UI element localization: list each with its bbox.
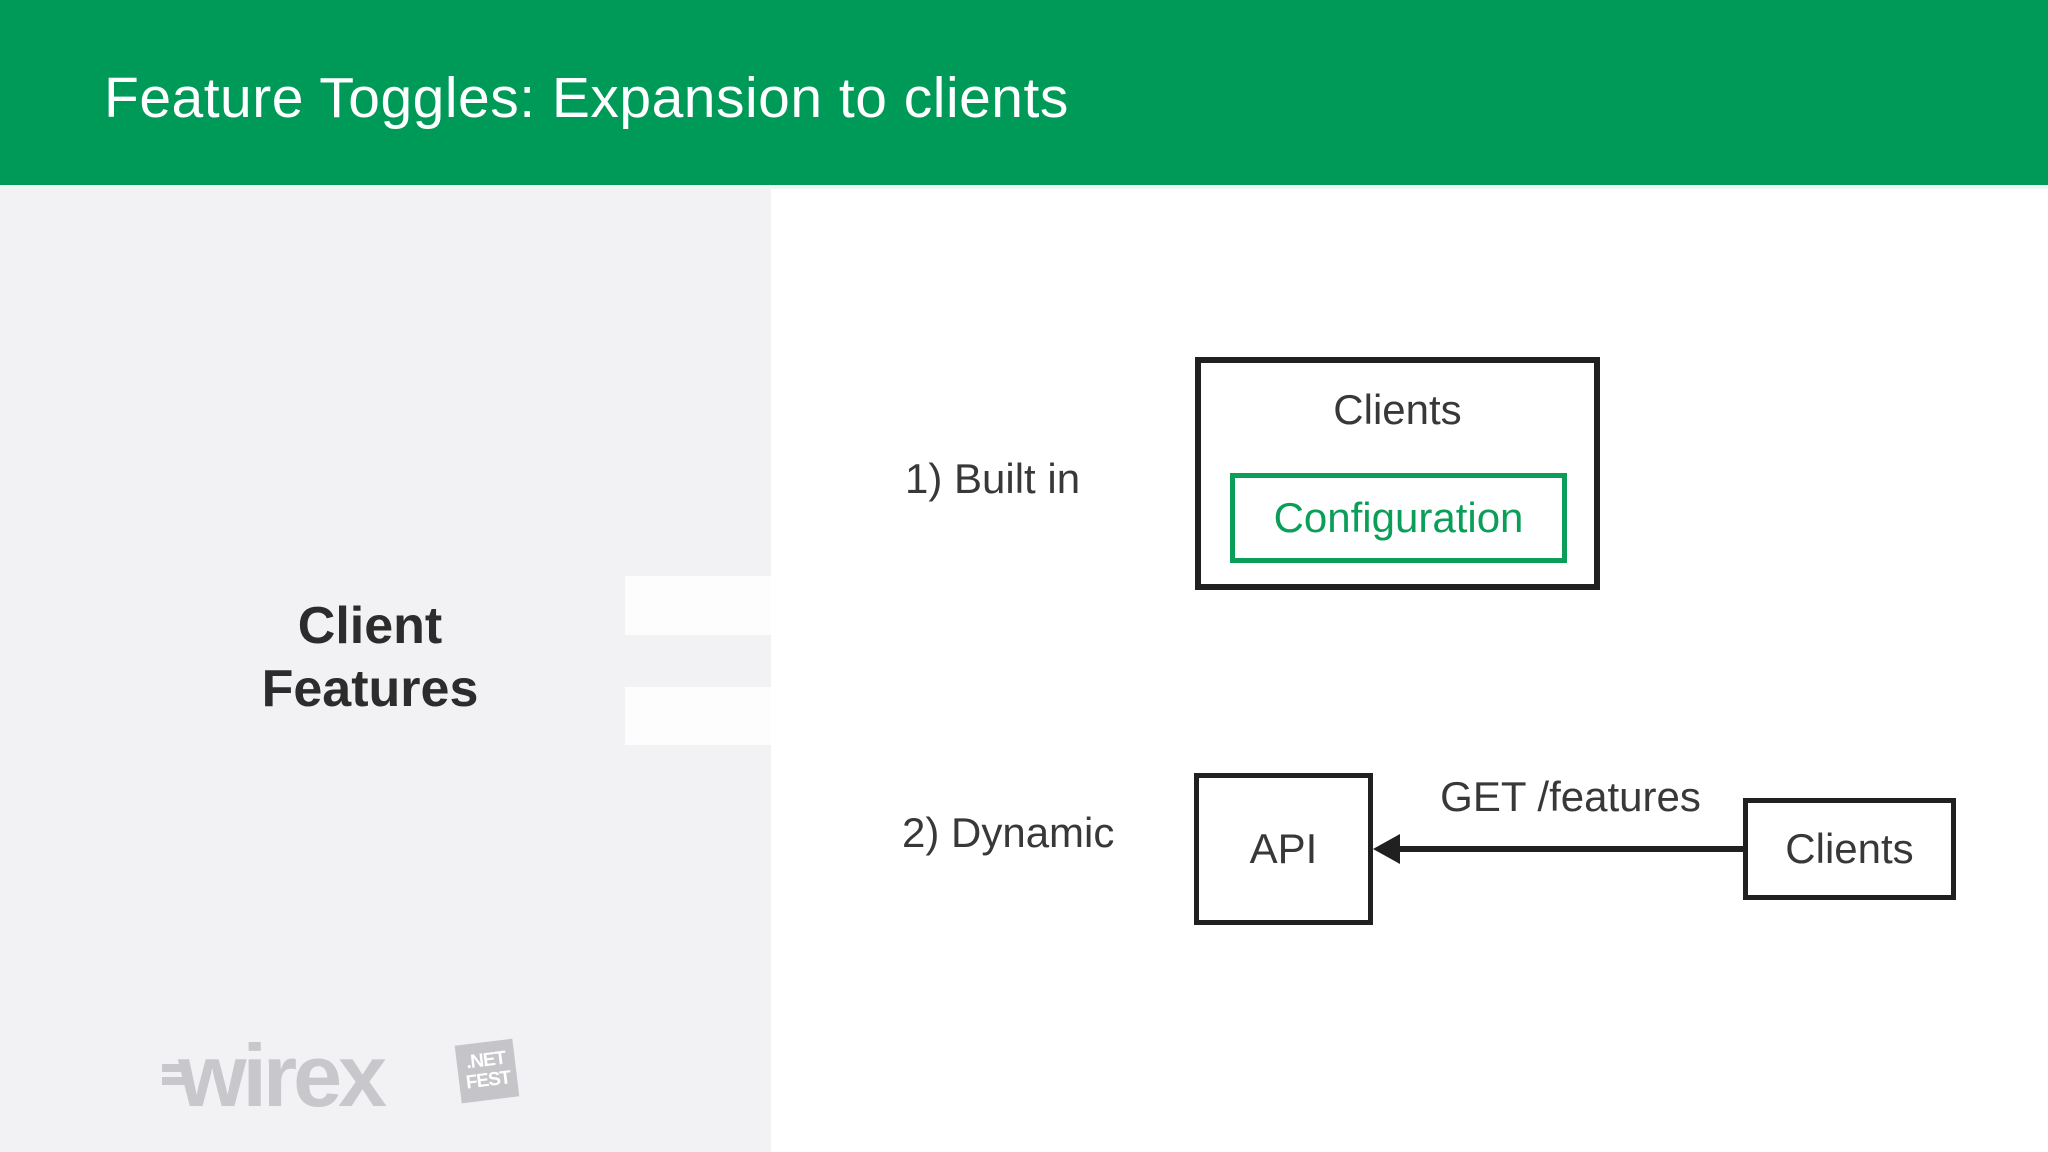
netfest-logo-line2: FEST	[464, 1067, 512, 1094]
configuration-box: Configuration	[1230, 473, 1567, 563]
panel-heading: Client Features	[125, 595, 615, 721]
wirex-logo-text: wirex	[178, 1026, 387, 1125]
slide-header: Feature Toggles: Expansion to clients	[0, 0, 2048, 185]
panel-heading-line1: Client	[297, 597, 443, 655]
clients-right-box-label: Clients	[1785, 825, 1914, 872]
configuration-box-label: Configuration	[1273, 494, 1524, 541]
header-divider	[0, 185, 2048, 189]
built-in-label: 1) Built in	[905, 455, 1081, 502]
panel-heading-line2: Features	[261, 660, 479, 718]
arrow-head-icon	[1373, 834, 1400, 864]
api-box: API	[1194, 773, 1373, 925]
decor-bar-top	[625, 576, 771, 635]
decor-bar-bottom	[625, 687, 771, 745]
arrow-line	[1398, 846, 1743, 852]
slide-title: Feature Toggles: Expansion to clients	[104, 65, 1069, 130]
dynamic-label: 2) Dynamic	[902, 809, 1115, 856]
arrow-label: GET /features	[1440, 773, 1701, 820]
clients-right-box: Clients	[1743, 798, 1956, 900]
api-box-label: API	[1249, 825, 1318, 872]
netfest-logo: .NET FEST	[454, 1038, 520, 1104]
clients-outer-box-label: Clients	[1333, 386, 1462, 433]
left-panel	[0, 189, 771, 1152]
